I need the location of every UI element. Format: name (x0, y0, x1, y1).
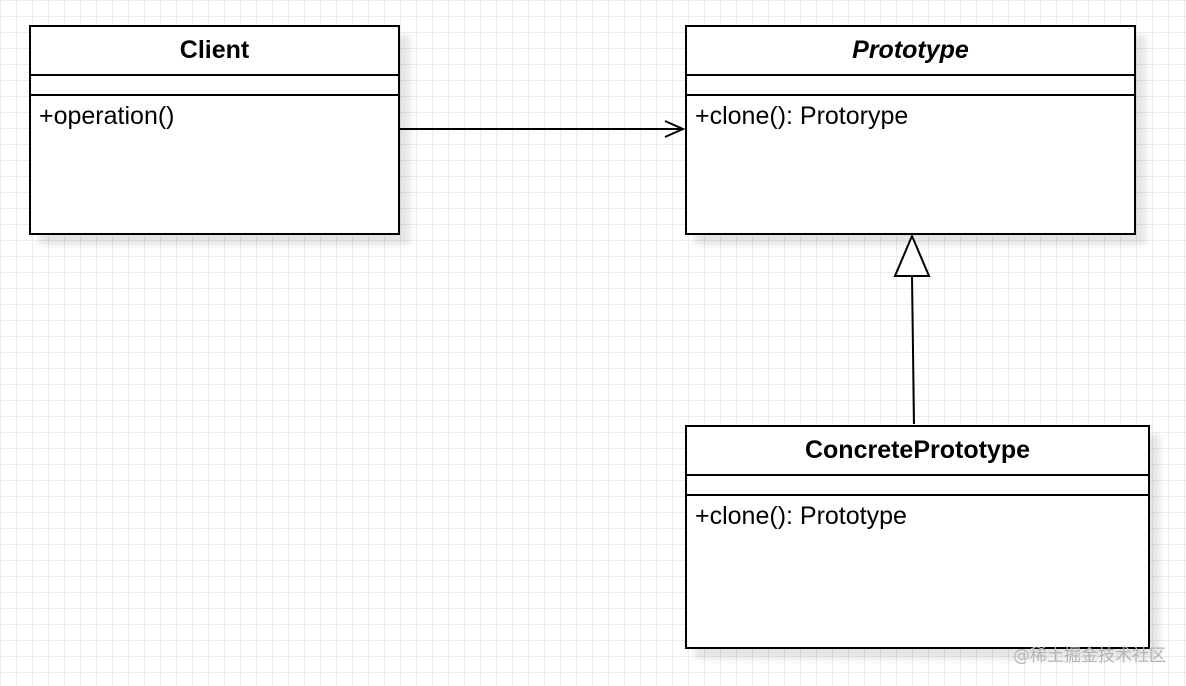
client-attributes-compartment (31, 76, 398, 96)
client-operations-compartment: +operation() (31, 96, 398, 136)
concrete-prototype-class-box[interactable]: ConcretePrototype +clone(): Prototype (685, 425, 1150, 649)
concrete-prototype-operation-item: +clone(): Prototype (695, 502, 907, 530)
generalization-concrete-to-prototype[interactable] (893, 233, 931, 425)
client-operation-item: +operation() (39, 102, 175, 130)
prototype-operations-compartment: +clone(): Protorype (687, 96, 1134, 136)
client-class-box[interactable]: Client +operation() (29, 25, 400, 235)
association-client-to-prototype[interactable] (400, 120, 686, 138)
client-class-name: Client (31, 27, 398, 76)
watermark: @稀土掘金技术社区 (1013, 646, 1166, 666)
inheritance-triangle-icon (893, 233, 931, 277)
prototype-class-box[interactable]: Prototype +clone(): Protorype (685, 25, 1136, 235)
open-arrowhead-icon (664, 120, 686, 138)
prototype-class-name: Prototype (687, 27, 1134, 76)
concrete-prototype-attributes-compartment (687, 476, 1148, 496)
prototype-operation-item: +clone(): Protorype (695, 102, 909, 130)
prototype-attributes-compartment (687, 76, 1134, 96)
generalization-line (911, 275, 915, 425)
concrete-prototype-operations-compartment: +clone(): Prototype (687, 496, 1148, 536)
concrete-prototype-class-name: ConcretePrototype (687, 427, 1148, 476)
